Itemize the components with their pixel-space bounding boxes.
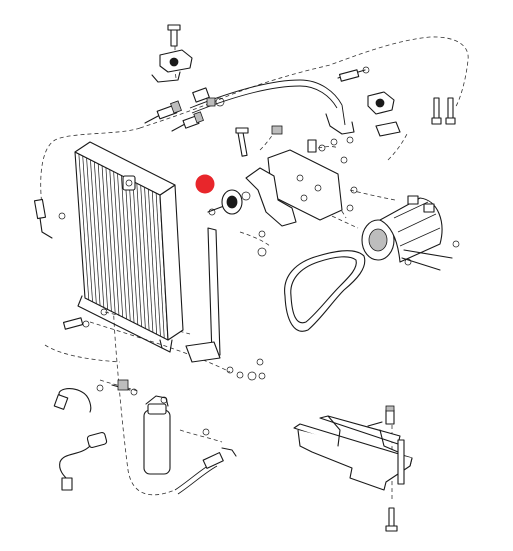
condenser-fin: [128, 179, 139, 325]
condenser-fin: [117, 173, 127, 320]
condenser-fin: [148, 189, 158, 335]
condenser-fin: [140, 185, 150, 331]
pressure-switch: [33, 198, 66, 239]
condenser-fin: [109, 169, 120, 316]
condenser-fin: [155, 193, 165, 339]
compressor-bracket: [235, 125, 348, 227]
hose-lower: [174, 428, 237, 495]
condenser-fin: [105, 167, 116, 314]
condenser-fin: [151, 191, 161, 337]
condenser-fin: [93, 161, 105, 308]
condenser-fin: [86, 157, 97, 304]
condenser-fin: [101, 165, 112, 312]
condenser-fin: [144, 187, 154, 333]
drive-belt: [284, 250, 366, 332]
sensor-cable: [53, 379, 131, 491]
condenser-fin: [90, 159, 101, 306]
fittings-top-right: [325, 66, 456, 144]
support-strap: [185, 227, 267, 381]
condenser-fin: [97, 163, 108, 310]
hose-fittings: [144, 87, 225, 132]
highlight-marker: [195, 174, 215, 194]
condenser-fin: [132, 181, 142, 327]
condenser-fin: [121, 175, 131, 321]
receiver-drier: [143, 395, 171, 475]
ac-compressor: [361, 195, 460, 271]
condenser-fin: [78, 153, 90, 300]
condenser-fin: [136, 183, 146, 329]
condenser-fin: [82, 155, 93, 302]
condenser-fin: [113, 171, 124, 318]
bracket-top: [151, 24, 193, 83]
tensioner-pulley: [207, 189, 251, 216]
condenser-fin: [124, 177, 135, 323]
lower-frame: [293, 405, 413, 532]
condenser: [74, 141, 184, 353]
refrigerant-pipe-loop: [40, 36, 469, 500]
pipe-top: [189, 79, 346, 126]
fasteners: [62, 138, 358, 396]
